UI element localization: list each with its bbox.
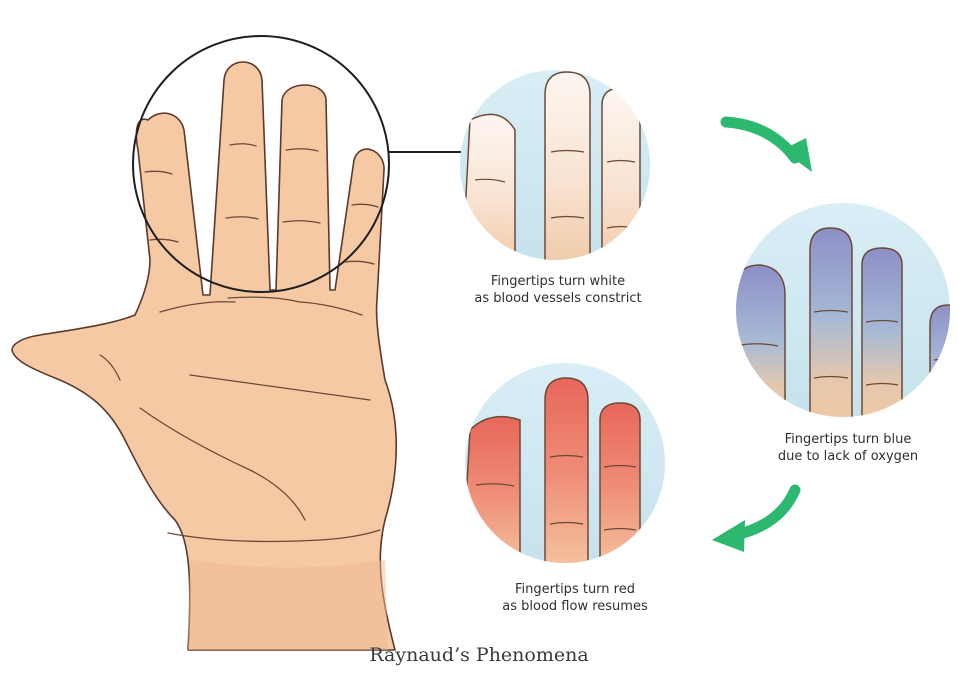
stage-red-label-line1: Fingertips turn red bbox=[475, 581, 675, 598]
stage-red-label-line2: as blood flow resumes bbox=[475, 598, 675, 615]
stage-red-circle bbox=[462, 363, 702, 570]
stage-blue-label-line2: due to lack of oxygen bbox=[748, 448, 948, 465]
wrist-shade bbox=[188, 560, 388, 650]
arrow-white-to-blue bbox=[726, 122, 812, 172]
stage-blue-circle bbox=[735, 203, 958, 430]
stage-white-label: Fingertips turn white as blood vessels c… bbox=[458, 273, 658, 307]
stage-blue-label-line1: Fingertips turn blue bbox=[748, 431, 948, 448]
stage-red-label: Fingertips turn red as blood flow resume… bbox=[475, 581, 675, 615]
stage-blue-label: Fingertips turn blue due to lack of oxyg… bbox=[748, 431, 948, 465]
stage-white-label-line1: Fingertips turn white bbox=[458, 273, 658, 290]
figure-caption: Raynaud’s Phenomena bbox=[0, 644, 958, 666]
hand-illustration bbox=[12, 62, 396, 650]
stage-white-label-line2: as blood vessels constrict bbox=[458, 290, 658, 307]
arrow-blue-to-red bbox=[712, 490, 795, 552]
palm bbox=[12, 62, 396, 650]
stage-white-circle bbox=[460, 70, 700, 270]
